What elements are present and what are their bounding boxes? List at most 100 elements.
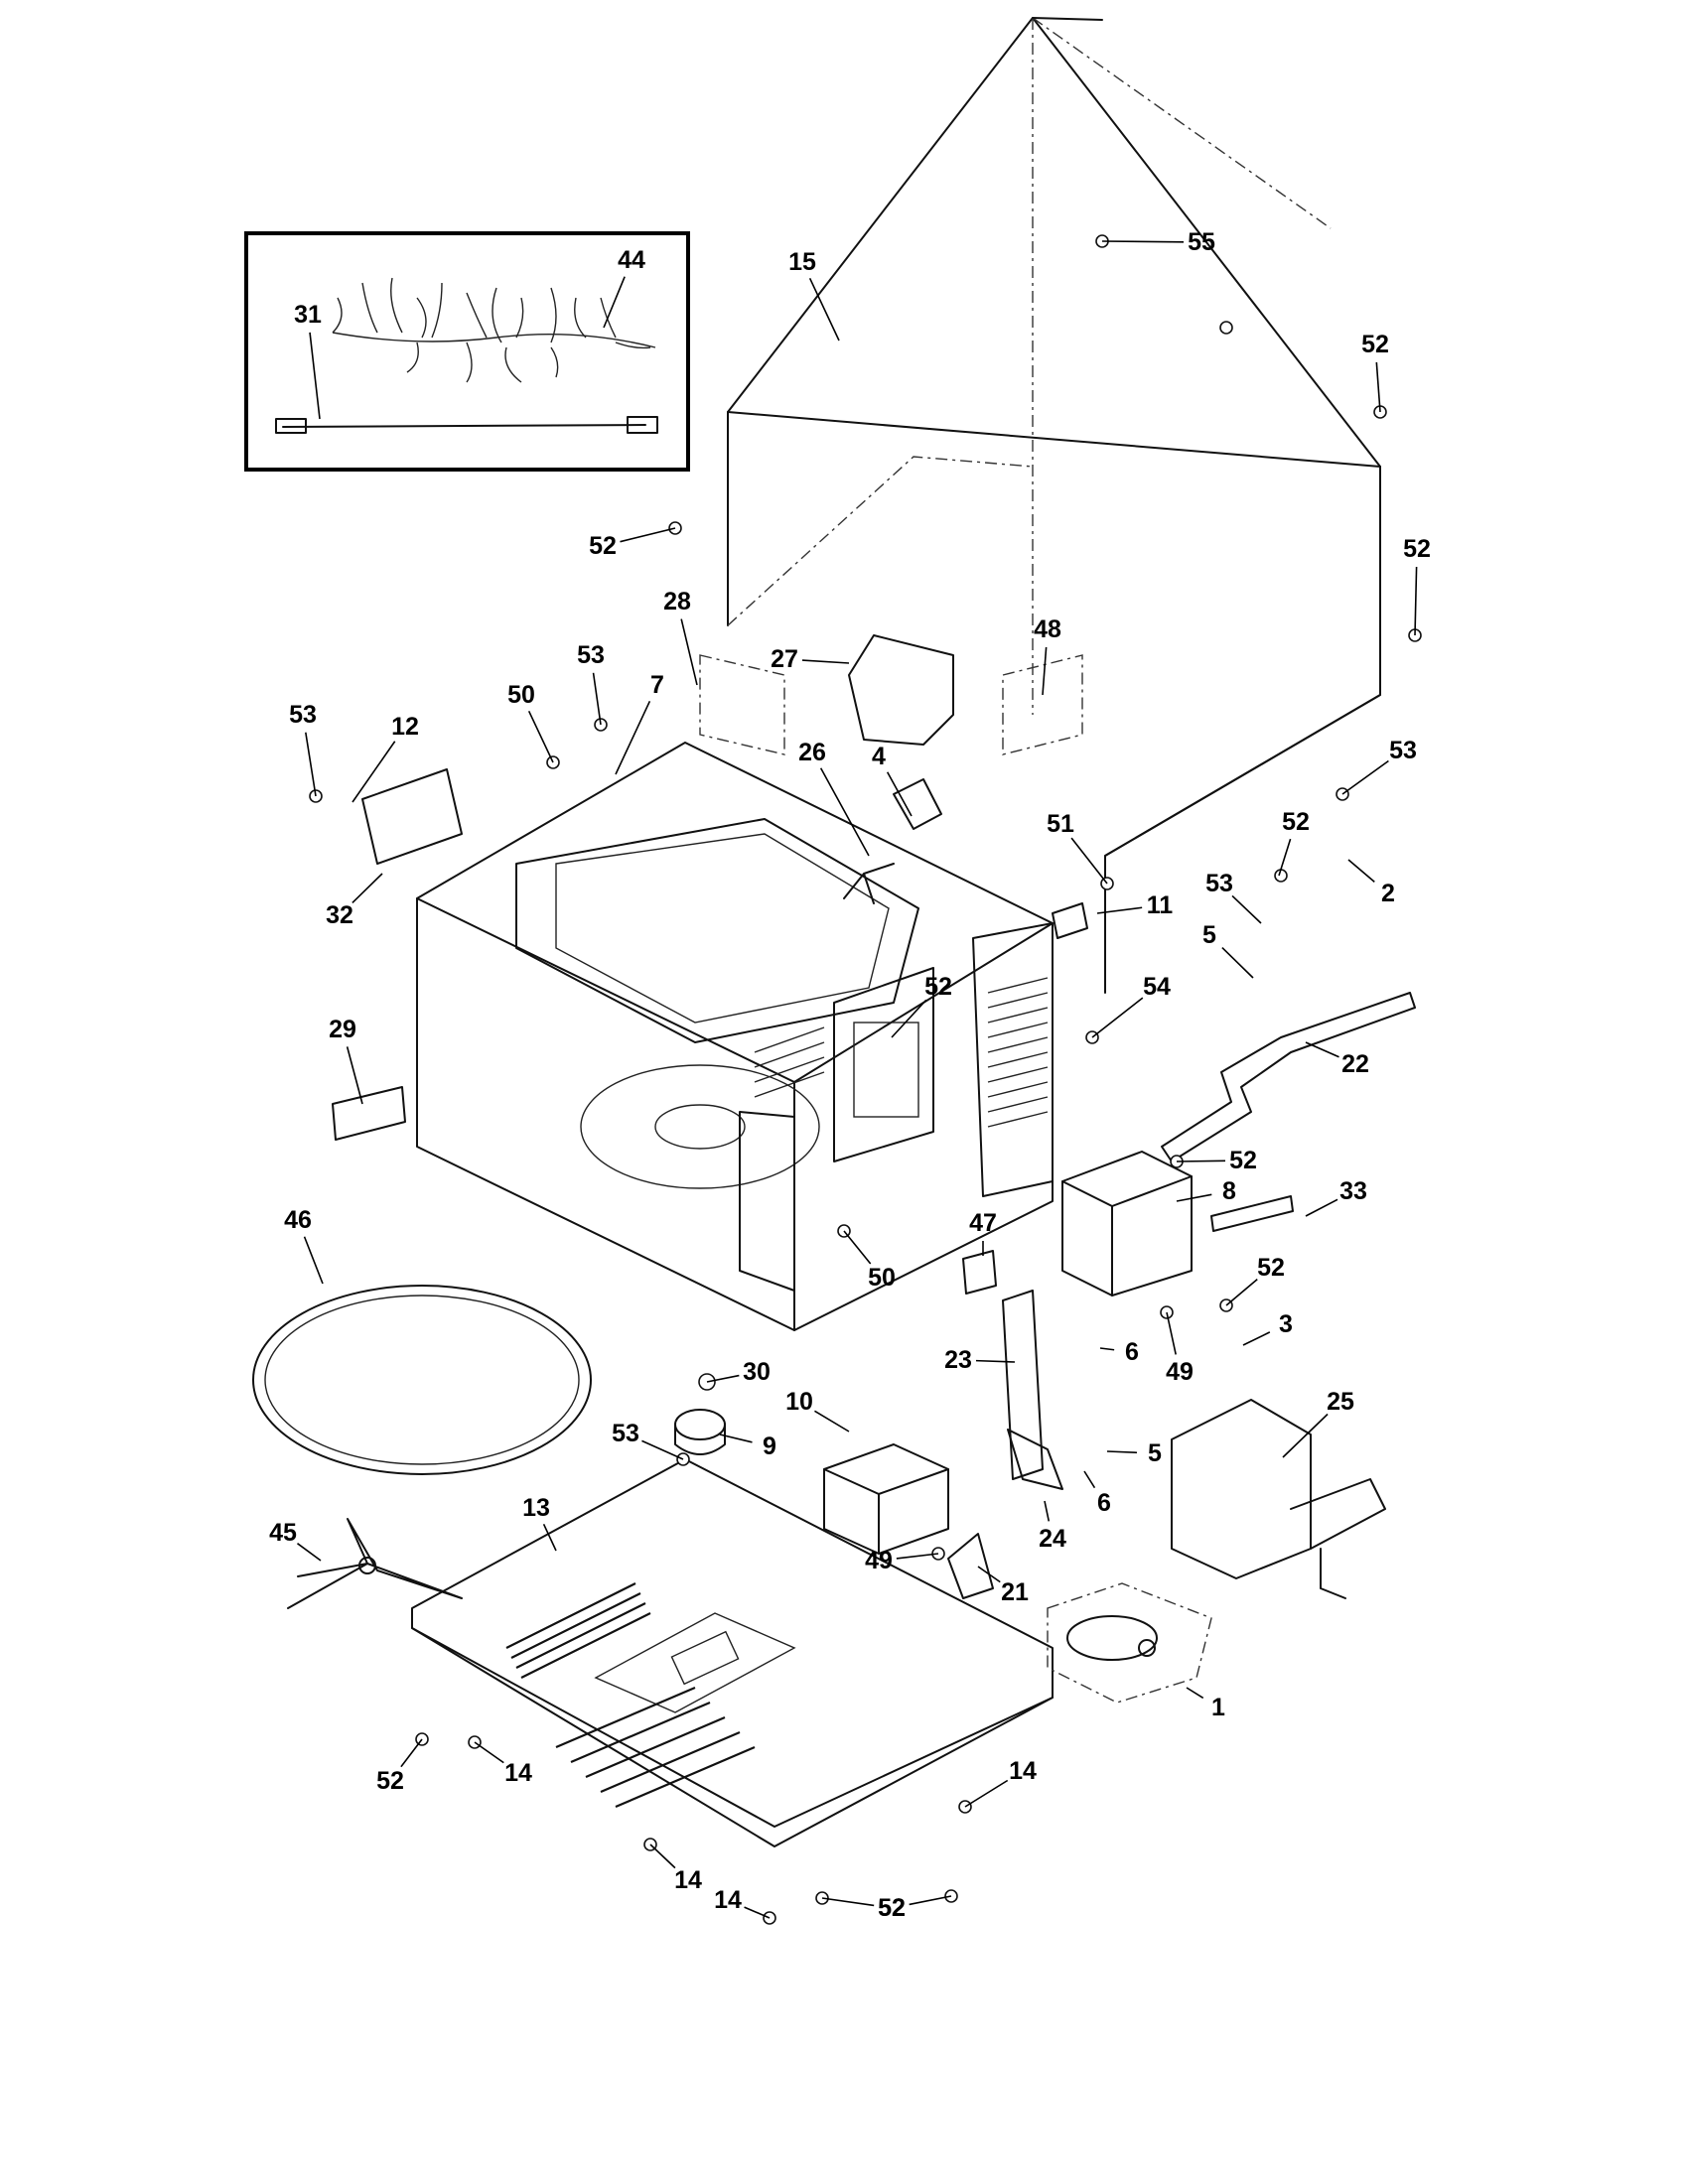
callout-c53d: 53 xyxy=(1205,870,1233,897)
callout-c54: 54 xyxy=(1143,973,1171,1001)
leader-line-c1 xyxy=(1186,1687,1204,1700)
leader-line-c5b xyxy=(1106,1450,1138,1454)
leader-line-c26 xyxy=(819,767,870,857)
leader-line-c50b xyxy=(843,1230,872,1265)
leader-line-c53b xyxy=(592,672,602,726)
callout-c22: 22 xyxy=(1341,1050,1369,1078)
leader-line-c31 xyxy=(309,332,321,420)
leader-line-c14b xyxy=(964,1779,1009,1808)
leader-line-c27 xyxy=(801,659,850,664)
screws xyxy=(309,234,1422,1925)
callout-c21: 21 xyxy=(1001,1578,1029,1606)
callout-c46: 46 xyxy=(284,1206,312,1234)
callout-c26: 26 xyxy=(798,739,826,766)
leader-line-c53e xyxy=(641,1439,684,1460)
leader-line-c24 xyxy=(1044,1500,1051,1522)
leader-line-c6a xyxy=(1099,1347,1115,1351)
leader-line-c6b xyxy=(1083,1470,1096,1489)
leader-line-c52f xyxy=(1176,1160,1226,1162)
callout-c3: 3 xyxy=(1279,1310,1293,1338)
callout-c4: 4 xyxy=(872,743,886,770)
transformer xyxy=(823,1443,949,1555)
callout-c12: 12 xyxy=(391,713,419,741)
leader-line-c14a xyxy=(474,1741,504,1764)
callout-c52b: 52 xyxy=(589,532,617,560)
leader-line-c53a xyxy=(305,732,317,797)
callout-c9: 9 xyxy=(763,1433,776,1460)
callout-c45: 45 xyxy=(269,1519,297,1547)
base-plate xyxy=(411,1458,1054,1847)
left-bracket xyxy=(361,768,463,865)
roller-ring xyxy=(252,1285,592,1475)
leader-line-c2 xyxy=(1347,859,1375,883)
callout-c53b: 53 xyxy=(577,641,605,669)
callout-c7: 7 xyxy=(650,671,664,699)
leader-line-c52c xyxy=(1414,566,1418,636)
leader-line-c53d xyxy=(1231,894,1262,924)
base-vent-slots xyxy=(505,1582,756,1809)
magnetron xyxy=(1061,1151,1193,1297)
leader-line-c30 xyxy=(706,1374,740,1383)
callout-c6b: 6 xyxy=(1097,1489,1111,1517)
callout-c52g: 52 xyxy=(1257,1254,1285,1282)
leader-line-c52d xyxy=(1278,838,1292,877)
leader-line-c3 xyxy=(1242,1331,1271,1346)
damper xyxy=(848,634,954,746)
leader-line-c52e xyxy=(891,999,927,1038)
callout-c14a: 14 xyxy=(504,1759,532,1787)
callout-c44: 44 xyxy=(618,246,645,274)
leader-line-c45 xyxy=(297,1543,322,1562)
callout-c11: 11 xyxy=(1147,891,1174,919)
cavity-vent-grills xyxy=(754,977,1049,1128)
callout-c14c: 14 xyxy=(674,1866,702,1894)
callout-c52c: 52 xyxy=(1403,535,1431,563)
air-duct xyxy=(1171,1399,1386,1599)
callout-c49a: 49 xyxy=(1166,1358,1194,1386)
callout-c55: 55 xyxy=(1188,228,1215,256)
leader-line-c11 xyxy=(1096,906,1143,914)
inset-wiring-box xyxy=(244,231,690,472)
callout-c6a: 6 xyxy=(1125,1338,1139,1366)
mounting-bracket xyxy=(1161,992,1416,1162)
callout-c32: 32 xyxy=(326,901,353,929)
leader-line-c46 xyxy=(303,1236,324,1285)
leader-line-c22 xyxy=(1305,1041,1339,1058)
leader-line-c14d xyxy=(744,1906,771,1919)
leader-line-c7 xyxy=(615,700,651,775)
callout-c52e: 52 xyxy=(924,973,952,1001)
leader-line-c15 xyxy=(808,277,840,341)
callout-c51: 51 xyxy=(1047,810,1074,838)
callout-c49b: 49 xyxy=(865,1547,893,1574)
leader-line-c29 xyxy=(346,1046,363,1105)
turntable-coupler xyxy=(287,1518,463,1609)
leader-line-c48 xyxy=(1042,646,1048,696)
leader-line-c44 xyxy=(603,276,626,329)
leader-line-c52a xyxy=(1375,361,1381,413)
leader-line-c14c xyxy=(649,1843,676,1869)
callout-c23: 23 xyxy=(944,1346,972,1374)
callout-c15: 15 xyxy=(788,248,816,276)
leader-line-c54 xyxy=(1091,997,1144,1038)
callout-c52h: 52 xyxy=(376,1767,404,1795)
fan-blade xyxy=(843,863,895,904)
leader-line-c12 xyxy=(352,741,396,803)
callout-c28: 28 xyxy=(663,588,691,615)
thermostat xyxy=(1052,902,1088,939)
callout-c1: 1 xyxy=(1211,1694,1225,1721)
wire-harness xyxy=(332,277,656,383)
leader-line-c52h xyxy=(400,1738,423,1768)
leader-line-c53c xyxy=(1341,759,1389,795)
leader-line-c49a xyxy=(1166,1311,1177,1355)
callout-c53c: 53 xyxy=(1389,737,1417,764)
leader-line-c4 xyxy=(886,771,913,817)
callout-c14b: 14 xyxy=(1009,1757,1037,1785)
leader-line-c9 xyxy=(719,1433,753,1443)
callout-c53e: 53 xyxy=(612,1420,639,1447)
door-sensor-bracket xyxy=(947,1533,994,1599)
callout-c29: 29 xyxy=(329,1016,356,1043)
leader-line-c5a xyxy=(1221,947,1254,979)
callout-c52i: 52 xyxy=(878,1894,906,1922)
callout-c5b: 5 xyxy=(1148,1439,1162,1467)
